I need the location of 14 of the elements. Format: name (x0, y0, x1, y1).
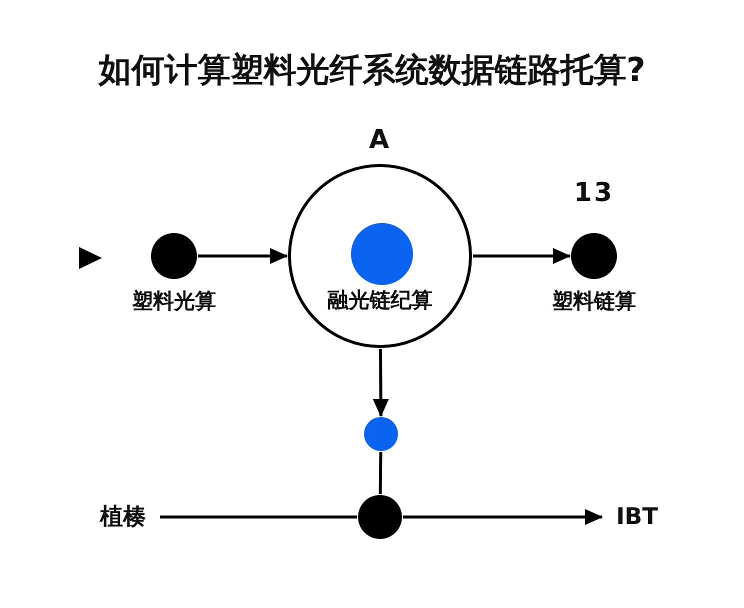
text-label: 植楱 (94, 503, 152, 531)
title: 如何计算塑料光纤系统数据链路托算? (98, 50, 646, 89)
arrow (198, 248, 288, 264)
node-caption: A (368, 127, 392, 153)
node-caption: 13 (574, 180, 614, 206)
connector-line (160, 516, 357, 518)
node-label: 融光链纪算 (328, 287, 432, 313)
text-label: IBT (610, 503, 664, 531)
arrow (403, 509, 603, 525)
arrow (372, 348, 389, 417)
node-label: 塑料链算 (552, 288, 636, 314)
arrow (473, 248, 571, 264)
node-label: 塑料光算 (132, 288, 216, 314)
connector-line (378, 452, 382, 494)
